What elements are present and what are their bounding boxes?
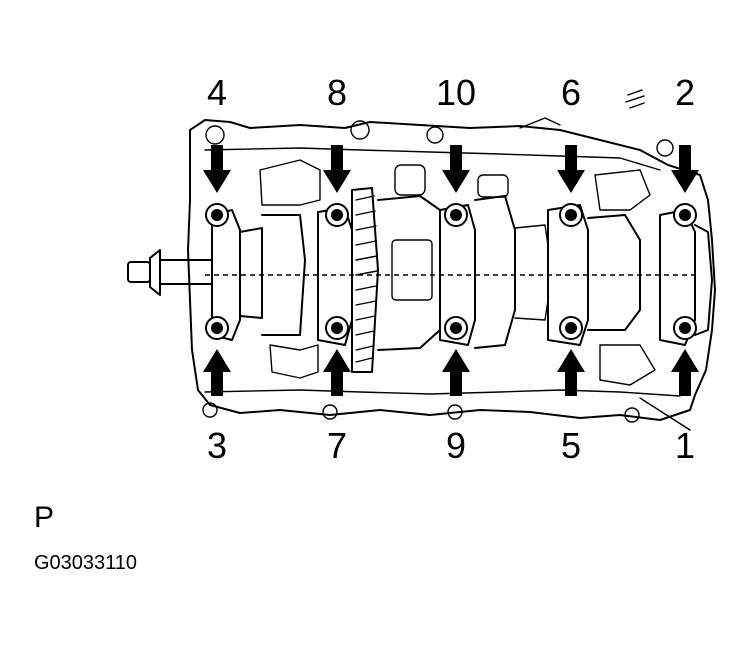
bolt-head-center (679, 209, 691, 221)
bolt-5: 5 (557, 316, 585, 466)
bolt-arrow (323, 145, 351, 193)
bolt-6: 6 (557, 72, 585, 227)
bolt-head-center (211, 322, 223, 334)
bolt-7: 7 (323, 316, 351, 466)
bolt-arrow (671, 145, 699, 193)
bolt-8: 8 (323, 72, 351, 227)
bolt-arrow (323, 349, 351, 396)
bolt-number-label: 4 (207, 72, 227, 113)
bolt-arrow (442, 145, 470, 193)
bolt-arrow (203, 145, 231, 193)
bolt-arrow (557, 349, 585, 396)
bolt-number-label: 9 (446, 425, 466, 466)
bolt-number-label: 7 (327, 425, 347, 466)
bolt-number-label: 2 (675, 72, 695, 113)
bolt-3: 3 (203, 316, 231, 466)
bolt-head-center (331, 209, 343, 221)
figure-code: G03033110 (34, 552, 137, 574)
bolt-number-label: 6 (561, 72, 581, 113)
bolt-head-center (565, 209, 577, 221)
bolt-2: 2 (671, 72, 699, 227)
bolt-arrow (557, 145, 585, 193)
bolt-4: 4 (203, 72, 231, 227)
bolt-head-center (331, 322, 343, 334)
engine-block-drawing (127, 89, 716, 431)
bolt-10: 10 (436, 72, 476, 227)
bolt-head-center (450, 322, 462, 334)
bolt-arrow (442, 349, 470, 396)
bolt-number-label: 10 (436, 72, 476, 113)
bolt-head-center (679, 322, 691, 334)
bolt-number-label: 1 (675, 425, 695, 466)
bolt-number-label: 5 (561, 425, 581, 466)
bolt-number-label: 8 (327, 72, 347, 113)
bolt-arrow (671, 349, 699, 396)
view-label: P (34, 501, 54, 534)
bolt-1: 1 (671, 316, 699, 466)
bolt-9: 9 (442, 316, 470, 466)
bolt-number-label: 3 (207, 425, 227, 466)
bolt-head-center (211, 209, 223, 221)
bolt-head-center (450, 209, 462, 221)
bolt-arrow (203, 349, 231, 396)
bolt-head-center (565, 322, 577, 334)
